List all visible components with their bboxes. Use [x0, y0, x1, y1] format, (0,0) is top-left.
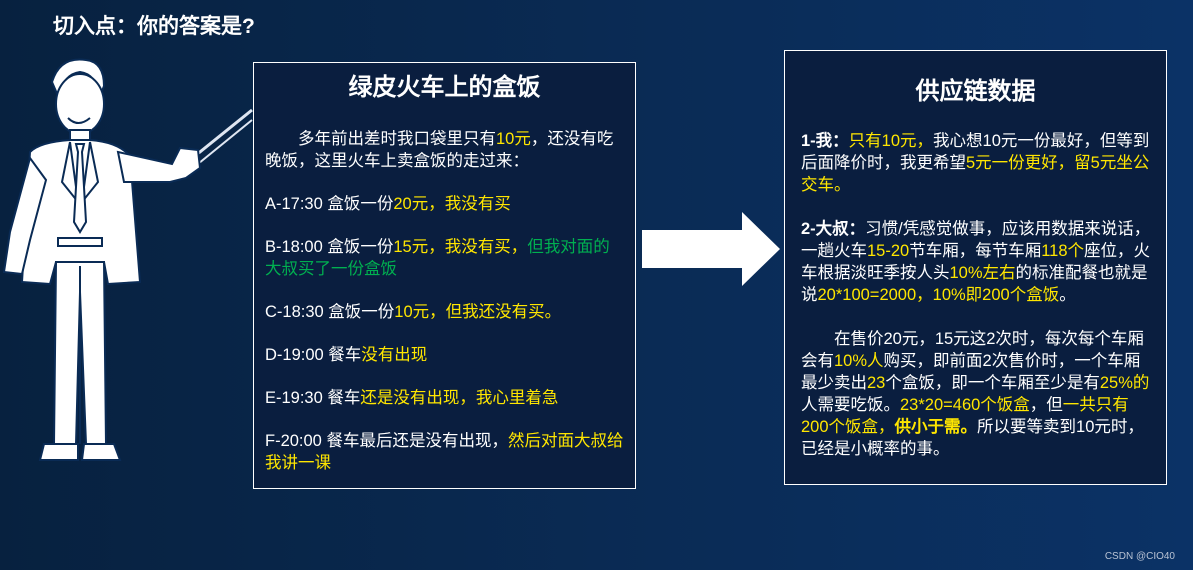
watermark: CSDN @CIO40: [1104, 551, 1175, 562]
me-label: 1-我：: [801, 132, 849, 150]
presenter-illustration: [2, 58, 253, 461]
analysis-hl-j: 一共只有200个饭盒，: [801, 396, 1129, 436]
timeline-item-c: C-18:30 盒饭一份10元，但我还没有买。: [265, 301, 624, 323]
uncle-hl-d: 118个: [1041, 242, 1085, 260]
story-panel: 绿皮火车上的盒饭 多年前出差时我口袋里只有10元，还没有吃晚饭，这里火车上卖盒饭…: [253, 62, 636, 489]
page-title: 切入点：你的答案是?: [53, 15, 255, 38]
intro-rest: ，还没有吃晚饭，这里火车上卖盒饭的走过来：: [265, 130, 614, 170]
analysis-text-i: ，但: [1029, 396, 1063, 414]
analysis-paragraph: 在售价20元，15元这2次时，每次每个车厢会有10%人购买，即前面2次售价时，一…: [801, 328, 1156, 460]
me-text-b: 我心想10元一份最好，但等到后面降价时，我更希望: [801, 132, 1150, 172]
analysis-hl-k: 供小于需。: [894, 418, 978, 436]
item-d-highlight: 没有出现: [361, 346, 428, 364]
analysis-text-a: 在售价20元，15元这2次时，每次每个车厢会有: [801, 330, 1144, 370]
item-b-green: 但我对面的大叔买了一份盒饭: [265, 238, 610, 278]
analysis-text-c: 购买，即前面2次售价时，一个车厢最少卖出: [801, 352, 1141, 392]
uncle-hl-f: 10%左右: [949, 264, 1016, 282]
item-d-text: D-19:00 餐车: [265, 346, 362, 364]
me-paragraph: 1-我：只有10元，我心想10元一份最好，但等到后面降价时，我更希望5元一份更好…: [801, 130, 1156, 196]
item-c-text: C-18:30 盒饭一份: [265, 303, 395, 321]
timeline-item-b: B-18:00 盒饭一份15元，我没有买，但我对面的大叔买了一份盒饭: [265, 236, 624, 280]
analysis-hl-b: 10%人: [834, 352, 884, 370]
analysis-hl-d: 23: [867, 374, 886, 392]
analysis-text-g: 人需要吃饭。: [801, 396, 900, 414]
uncle-hl-b: 15-20: [867, 242, 910, 260]
uncle-text-e: 座位，火车根据淡旺季按人头: [801, 242, 1151, 282]
item-c-highlight: 10元，但我还没有买。: [394, 303, 562, 321]
uncle-label: 2-大叔：: [801, 220, 866, 238]
timeline-item-d: D-19:00 餐车没有出现: [265, 344, 624, 366]
right-arrow-icon: [642, 212, 780, 286]
story-intro: 多年前出差时我口袋里只有10元，还没有吃晚饭，这里火车上卖盒饭的走过来：: [265, 128, 624, 172]
analysis-text-e: 个盒饭，即一个车厢至少是有: [885, 374, 1100, 392]
timeline-item-f: F-20:00 餐车最后还是没有出现，然后对面大叔给我讲一课: [265, 430, 624, 474]
timeline-item-a: A-17:30 盒饭一份20元，我没有买: [265, 193, 624, 215]
analysis-text-l: 所以要等卖到10元时，已经是小概率的事。: [801, 418, 1144, 458]
item-f-highlight: 然后对面大叔给我讲一课: [265, 432, 624, 472]
me-hl-c: 5元一份更好，留5元坐公交车。: [801, 154, 1150, 194]
item-e-highlight: 还是没有出现，我心里着急: [360, 389, 559, 407]
uncle-text-c: 节车厢，每节车厢: [909, 242, 1042, 260]
uncle-text-g: 的标准配餐也就是说: [801, 264, 1148, 304]
uncle-text-a: 习惯/凭感觉做事，应该用数据来说话，一趟火车: [801, 220, 1151, 260]
uncle-text-i: 。: [1059, 286, 1076, 304]
me-hl-a: 只有10元，: [848, 132, 934, 150]
item-a-highlight: 20元，我没有买: [393, 195, 511, 213]
uncle-hl-h: 20*100=2000，10%即200个盒饭: [817, 286, 1060, 304]
analysis-hl-h: 23*20=460个饭盒: [900, 396, 1030, 414]
item-a-text: A-17:30 盒饭一份: [265, 195, 394, 213]
timeline-item-e: E-19:30 餐车还是没有出现，我心里着急: [265, 387, 624, 409]
supply-chain-panel: 供应链数据 1-我：只有10元，我心想10元一份最好，但等到后面降价时，我更希望…: [784, 50, 1167, 485]
item-e-text: E-19:30 餐车: [265, 389, 361, 407]
item-b-highlight: 15元，我没有买，: [393, 238, 528, 256]
analysis-hl-f: 25%的: [1099, 374, 1150, 392]
item-f-text: F-20:00 餐车最后还是没有出现，: [265, 432, 508, 450]
intro-highlight: 10元: [496, 130, 531, 148]
intro-text: 多年前出差时我口袋里只有: [298, 130, 496, 148]
item-b-text: B-18:00 盒饭一份: [265, 238, 394, 256]
supply-chain-panel-title: 供应链数据: [915, 78, 1036, 105]
uncle-paragraph: 2-大叔：习惯/凭感觉做事，应该用数据来说话，一趟火车15-20节车厢，每节车厢…: [801, 218, 1156, 306]
story-panel-title: 绿皮火车上的盒饭: [348, 74, 541, 101]
